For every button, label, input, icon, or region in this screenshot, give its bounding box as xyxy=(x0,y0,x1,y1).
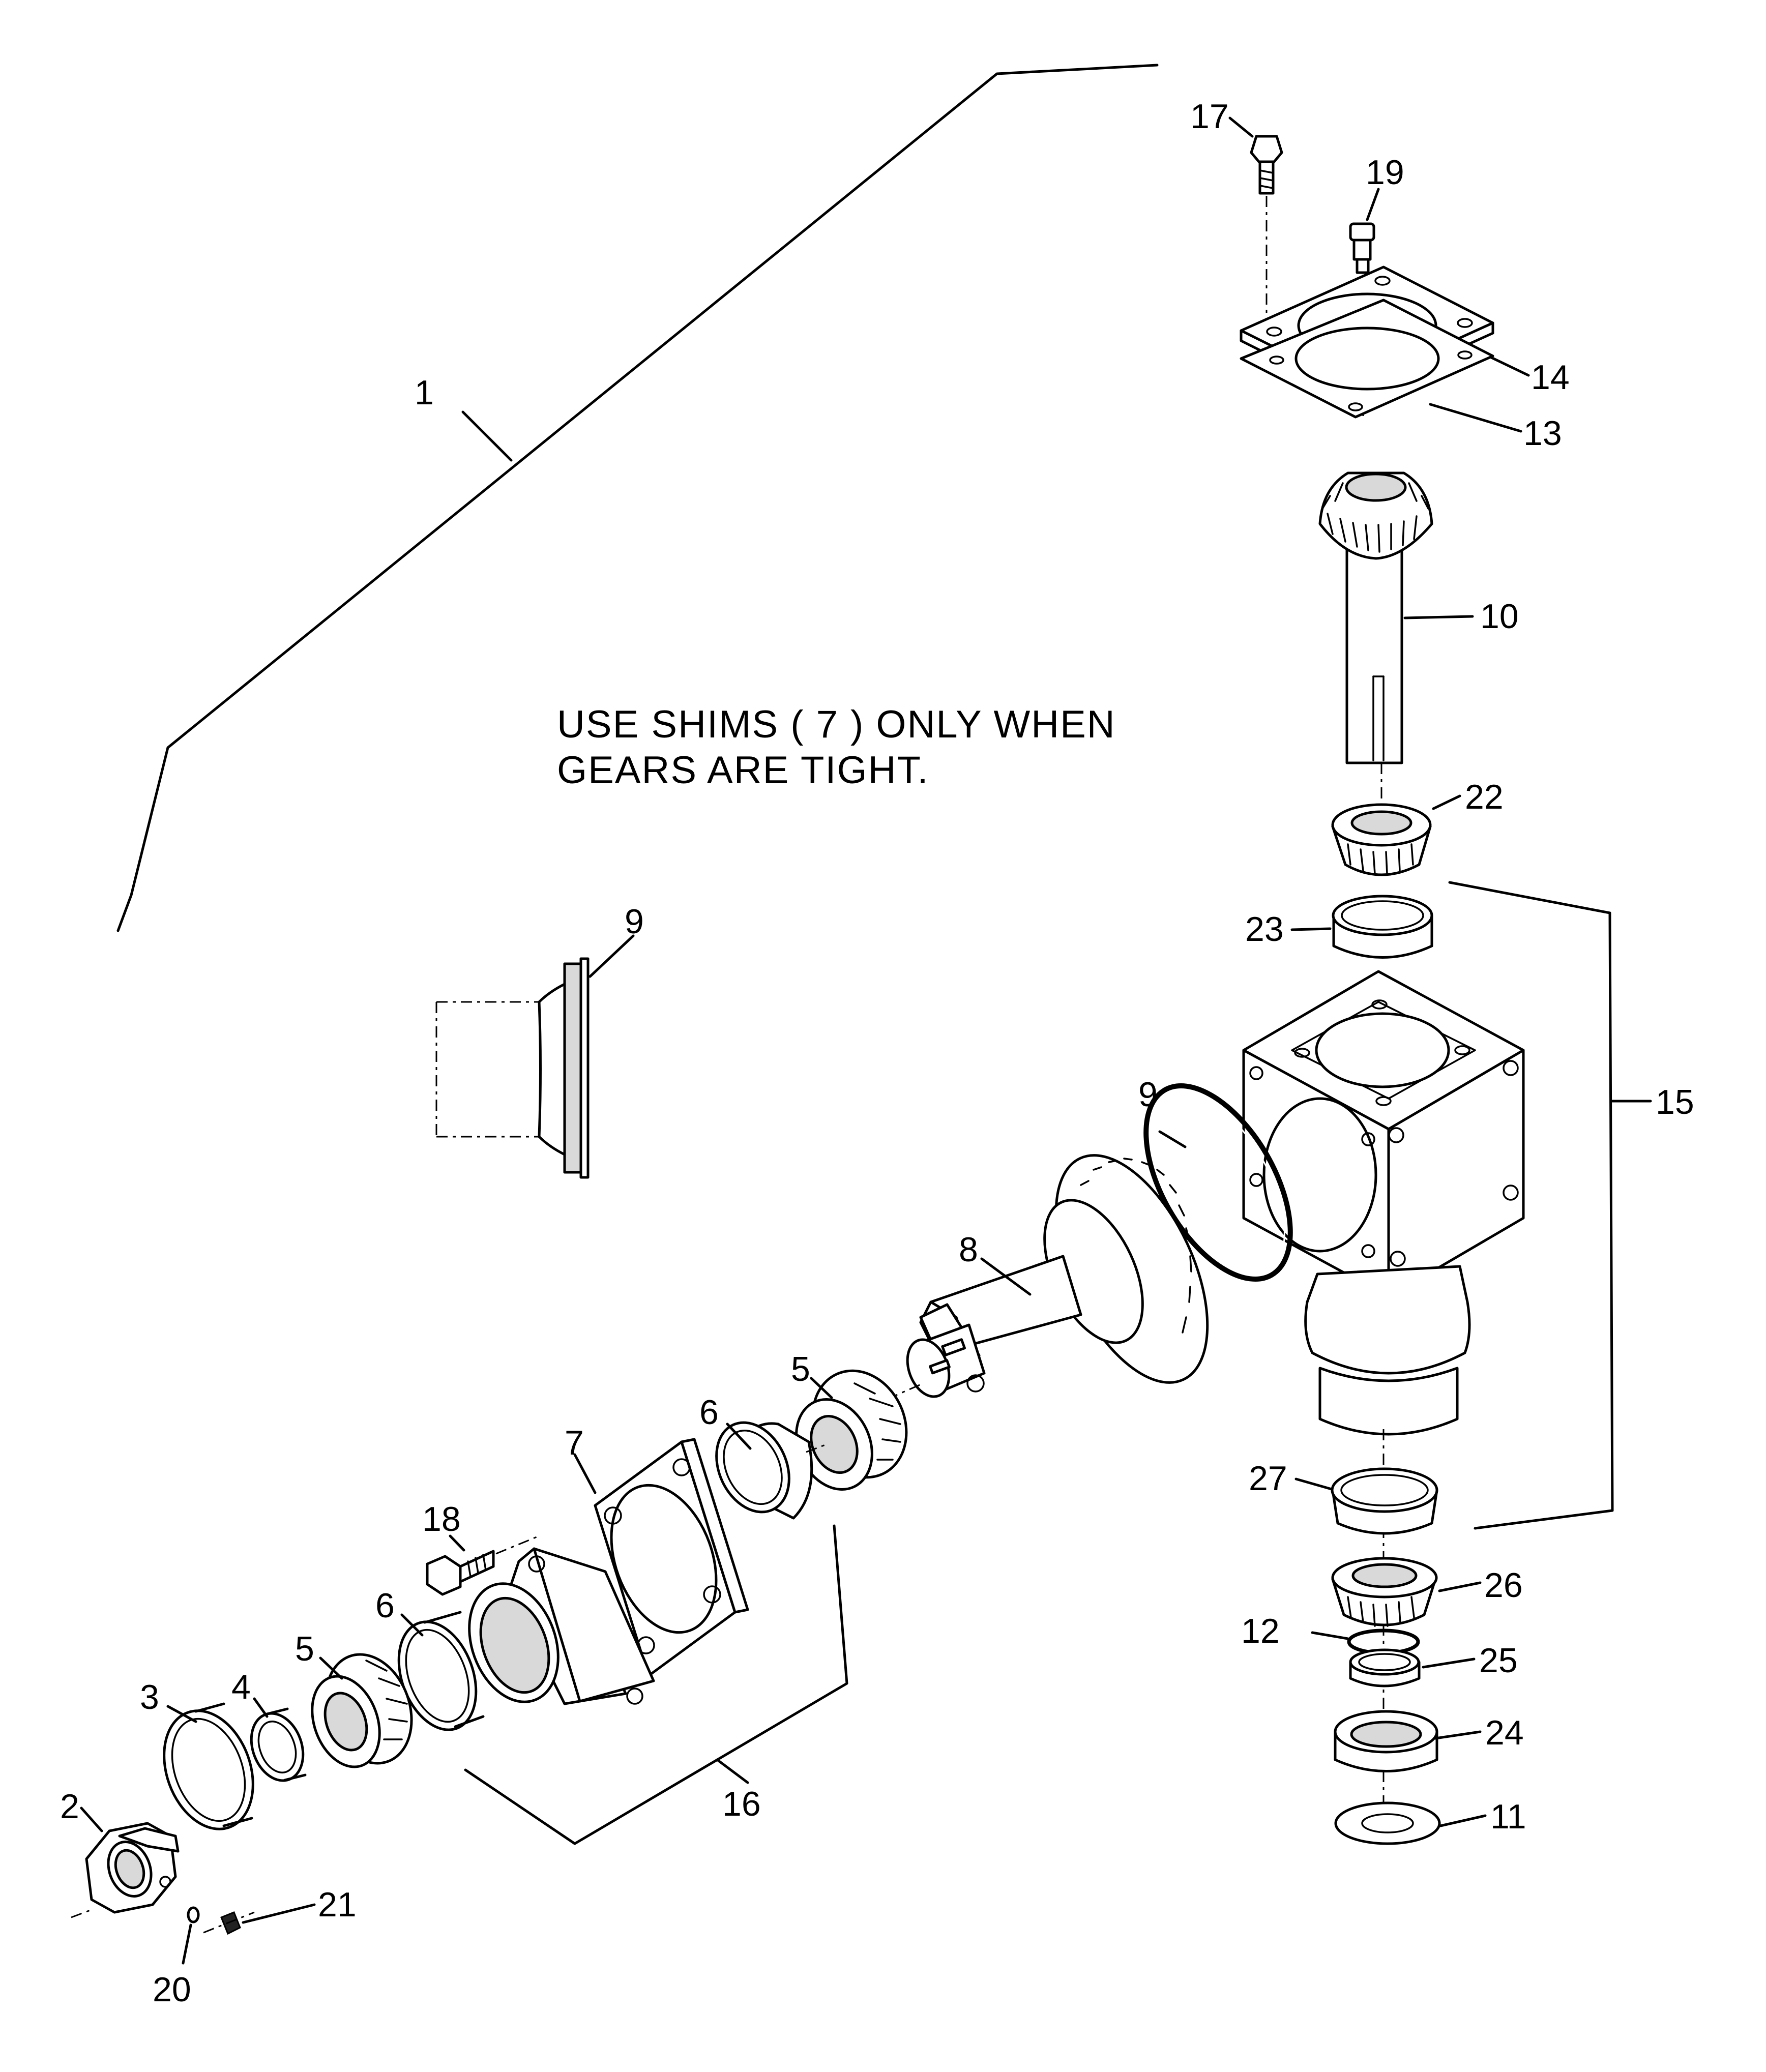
leader-12 xyxy=(1311,1631,1349,1640)
bracket-15 xyxy=(1448,881,1614,1530)
leader-6a xyxy=(726,1423,752,1450)
callout-26: 26 xyxy=(1484,1566,1523,1605)
leader-20 xyxy=(182,1923,192,1965)
leader-26 xyxy=(1438,1581,1482,1592)
leader-3 xyxy=(166,1705,197,1723)
leader-24 xyxy=(1434,1730,1482,1740)
leader-4 xyxy=(253,1697,269,1718)
callout-19: 19 xyxy=(1366,153,1404,192)
callout-11: 11 xyxy=(1490,1797,1526,1836)
gear-housing-15 xyxy=(1242,970,1525,1436)
pinion-gear-10 xyxy=(1318,471,1433,764)
leader-6b xyxy=(400,1613,424,1637)
leader-16 xyxy=(716,1758,749,1784)
oil-seal-24 xyxy=(1334,1710,1438,1772)
leader-2 xyxy=(80,1807,103,1832)
axis-screw-21 xyxy=(203,1911,255,1934)
callout-12: 12 xyxy=(1241,1612,1280,1650)
leader-10 xyxy=(1403,615,1474,619)
callout-3: 3 xyxy=(140,1678,159,1716)
note-line-2: GEARS ARE TIGHT. xyxy=(557,749,929,792)
leader-13 xyxy=(1429,403,1522,433)
leader-11 xyxy=(1439,1814,1487,1827)
leader-22 xyxy=(1432,794,1461,810)
callout-27: 27 xyxy=(1249,1459,1287,1498)
callout-17: 17 xyxy=(1190,97,1229,136)
leader-17 xyxy=(1228,116,1254,138)
leader-25 xyxy=(1422,1657,1476,1669)
leader-18 xyxy=(449,1534,465,1552)
leader-27 xyxy=(1294,1477,1333,1491)
leader-23 xyxy=(1290,927,1332,931)
callout-9-right: 9 xyxy=(1138,1075,1158,1114)
bolt-18 xyxy=(426,1550,495,1596)
leader-5a xyxy=(810,1377,833,1399)
callout-4: 4 xyxy=(231,1668,251,1706)
callout-10: 10 xyxy=(1480,597,1519,636)
leader-1 xyxy=(461,410,513,462)
washer-11 xyxy=(1334,1801,1441,1845)
bolt-17 xyxy=(1250,135,1283,195)
leader-9a xyxy=(588,934,635,978)
leader-5b xyxy=(319,1656,343,1680)
set-screw-21 xyxy=(220,1911,241,1935)
callout-25: 25 xyxy=(1479,1641,1518,1680)
callout-7: 7 xyxy=(565,1424,584,1462)
callout-24: 24 xyxy=(1485,1713,1524,1752)
bearing-5-upper xyxy=(795,1369,908,1491)
callout-22: 22 xyxy=(1465,778,1504,816)
callout-20: 20 xyxy=(153,1970,191,2009)
pin-20 xyxy=(187,1906,200,1923)
callout-6-lower: 6 xyxy=(375,1586,395,1625)
leader-7 xyxy=(573,1453,597,1494)
callout-16: 16 xyxy=(722,1785,761,1823)
grease-fitting-19 xyxy=(1349,222,1375,274)
bearing-22 xyxy=(1331,803,1432,876)
bearing-carrier-7 xyxy=(468,1438,749,1705)
callout-23: 23 xyxy=(1245,910,1284,949)
bearing-26 xyxy=(1331,1557,1438,1627)
callout-5-lower: 5 xyxy=(295,1630,314,1668)
bevel-gear-shaft-8 xyxy=(906,1154,1209,1398)
spacer-25 xyxy=(1349,1648,1421,1688)
callout-8: 8 xyxy=(959,1230,978,1269)
bracket-assembly xyxy=(116,64,1159,932)
leader-9b xyxy=(1158,1130,1187,1148)
nut-2 xyxy=(85,1822,180,1914)
note-line-1: USE SHIMS ( 7 ) ONLY WHEN xyxy=(557,703,1116,746)
axis-6-5 xyxy=(806,1443,827,1453)
bracket-line-1 xyxy=(116,64,1159,932)
assembly-note: USE SHIMS ( 7 ) ONLY WHEN GEARS ARE TIGH… xyxy=(557,703,1116,792)
bracket-16 xyxy=(464,1524,848,1845)
leader-19 xyxy=(1366,188,1380,221)
callout-14: 14 xyxy=(1531,358,1570,397)
gasket-13 xyxy=(1240,299,1494,419)
callout-18: 18 xyxy=(422,1500,461,1538)
callout-labels: 1 2 3 4 5 5 6 6 7 8 9 9 10 11 12 13 14 1… xyxy=(60,97,1694,2009)
callout-6-upper: 6 xyxy=(699,1393,719,1432)
axis-bolt-18 xyxy=(495,1535,540,1555)
callout-15: 15 xyxy=(1656,1083,1694,1121)
bearing-cup-27 xyxy=(1331,1467,1438,1535)
callout-1: 1 xyxy=(415,373,434,412)
seal-3 xyxy=(163,1702,254,1830)
bearing-5-lower xyxy=(311,1653,413,1768)
axis-nut xyxy=(71,1909,92,1918)
callout-2: 2 xyxy=(60,1787,79,1826)
shim-9-detail xyxy=(435,957,590,1179)
bearing-cup-23 xyxy=(1332,895,1433,959)
callout-9-left: 9 xyxy=(625,902,644,941)
leader-8 xyxy=(980,1257,1032,1296)
bearing-cup-6-upper xyxy=(715,1421,813,1520)
callout-21: 21 xyxy=(318,1885,357,1924)
callout-13: 13 xyxy=(1523,414,1562,453)
callout-5-upper: 5 xyxy=(791,1350,810,1388)
leader-21 xyxy=(242,1903,316,1924)
bearing-cup-6-lower xyxy=(397,1611,485,1731)
